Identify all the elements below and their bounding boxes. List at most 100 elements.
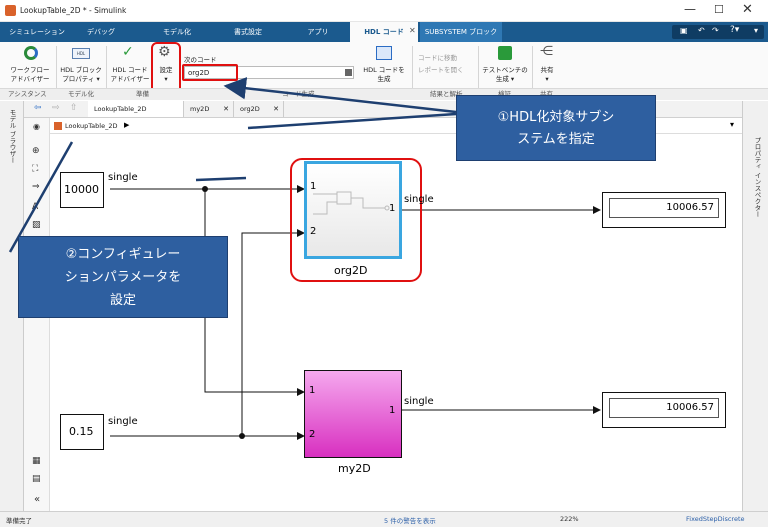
- group-share: 共有: [540, 90, 553, 98]
- undo-icon[interactable]: ↶: [698, 26, 705, 35]
- hdl-block-properties-button[interactable]: HDL ブロック プロパティ ▾: [58, 66, 104, 84]
- redo-icon[interactable]: ↷: [712, 26, 719, 35]
- group-verify: 検証: [498, 90, 511, 98]
- testbench-button[interactable]: テストベンチの 生成 ▾: [480, 66, 530, 84]
- solver-label[interactable]: FixedStepDiscrete: [686, 515, 745, 523]
- org2d-subsystem[interactable]: 1 2 1: [304, 161, 402, 259]
- close-icon[interactable]: ✕: [742, 2, 753, 17]
- generate-hdl-label: HDL コードを 生成: [363, 66, 405, 83]
- display-block-2[interactable]: 10006.57: [602, 392, 726, 428]
- tab-simulation[interactable]: シミュレーション: [9, 28, 65, 36]
- zoom-icon[interactable]: ⊕: [32, 146, 40, 156]
- tab-format[interactable]: 書式設定: [234, 28, 262, 36]
- workflow-advisor-icon: [24, 46, 38, 60]
- my2d-block-name: my2D: [338, 462, 371, 475]
- status-text: 準備完了: [6, 517, 32, 525]
- group-assistance: アシスタンス: [8, 90, 47, 98]
- zoom-level: 222%: [560, 515, 579, 523]
- hdl-code-advisor-label: HDL コード アドバイザー: [110, 66, 150, 83]
- tab-debug[interactable]: デバッグ: [87, 28, 115, 36]
- display-value-box: 10006.57: [609, 398, 719, 418]
- arrow-icon[interactable]: ⇒: [32, 182, 40, 192]
- signal-type-label: single: [108, 416, 138, 427]
- up-icon[interactable]: ⇧: [70, 103, 78, 113]
- close-tab-icon[interactable]: ✕: [273, 105, 279, 113]
- constant-value: 10000: [64, 183, 99, 196]
- link-code-label[interactable]: コードに移動: [418, 54, 457, 62]
- title-bar: LookupTable_2D * - Simulink — ☐ ✕: [0, 0, 768, 22]
- tab-modeling[interactable]: モデル化: [163, 28, 191, 36]
- annotation-icon[interactable]: A: [32, 202, 39, 212]
- display-value-box: 10006.57: [609, 198, 719, 218]
- settings-label: 設定: [159, 66, 173, 74]
- model-tab-my2d[interactable]: my2D ✕: [184, 101, 234, 117]
- tab-subsystem-block[interactable]: SUBSYSTEM ブロック: [420, 22, 502, 42]
- signal-type-label: single: [108, 172, 138, 183]
- area-icon[interactable]: ▦: [32, 456, 41, 466]
- port-label-in2: 2: [309, 429, 316, 440]
- collapse-palette-icon[interactable]: «: [34, 494, 41, 505]
- back-icon[interactable]: ⇦: [34, 103, 42, 113]
- port-label-out1: 1: [389, 203, 396, 214]
- callout-subsystem: ①HDL化対象サブシ ステムを指定: [456, 95, 656, 161]
- tab-apps[interactable]: アプリ: [307, 28, 329, 36]
- share-button[interactable]: 共有 ▾: [534, 66, 560, 84]
- model-canvas[interactable]: 10000 single 0.15 single 1 2 1 org2D sin…: [50, 134, 742, 511]
- generate-hdl-button[interactable]: HDL コードを 生成: [360, 66, 408, 84]
- next-code-highlight: [182, 64, 238, 81]
- dropdown-icon[interactable]: ▾: [730, 120, 735, 129]
- display-block-1[interactable]: 10006.57: [602, 192, 726, 228]
- share-label: 共有 ▾: [540, 66, 554, 83]
- forward-icon[interactable]: ⇨: [52, 103, 60, 113]
- model-tab-label: my2D: [190, 105, 210, 113]
- subsystem-highlight: [290, 158, 422, 282]
- constant-block-2[interactable]: 0.15: [60, 414, 104, 450]
- close-tab-icon[interactable]: ✕: [409, 26, 416, 35]
- tab-hdl-code[interactable]: HDL コード: [350, 22, 418, 42]
- signal-line: [241, 229, 305, 436]
- hide-icon[interactable]: ◉: [33, 122, 40, 131]
- model-tab-lookuptable[interactable]: LookupTable_2D: [88, 101, 184, 117]
- port-label-in1: 1: [310, 181, 317, 192]
- fit-view-icon[interactable]: ⛶: [32, 164, 39, 174]
- maximize-icon[interactable]: ☐: [714, 3, 724, 16]
- next-code-value: org2D: [188, 69, 210, 77]
- callout-text: ①HDL化対象サブシ ステムを指定: [497, 110, 615, 147]
- my2d-subsystem[interactable]: 1 2 1: [304, 370, 402, 458]
- save-icon[interactable]: ▣: [680, 26, 688, 35]
- field-picker-icon[interactable]: [345, 69, 352, 76]
- open-report-label[interactable]: レポートを開く: [418, 66, 464, 74]
- minimize-icon[interactable]: —: [684, 2, 696, 16]
- group-prepare: 準備: [136, 90, 149, 98]
- port-label-in2: 2: [310, 226, 317, 237]
- settings-button[interactable]: 設定▾: [159, 66, 173, 83]
- breadcrumb[interactable]: LookupTable_2D: [65, 122, 118, 130]
- property-inspector-panel[interactable]: プロパティ インスペクター: [742, 101, 768, 511]
- signal-type-label: single: [404, 194, 434, 205]
- breadcrumb-arrow-icon: ▶: [124, 121, 130, 129]
- status-bar: 準備完了 5 件の警告を表示 222% FixedStepDiscrete: [0, 511, 768, 527]
- display-value: 10006.57: [666, 402, 714, 413]
- share-icon: ⋲: [540, 44, 553, 59]
- check-icon: ✓: [122, 44, 134, 60]
- model-tab-org2d[interactable]: org2D ✕: [234, 101, 284, 117]
- hdl-code-advisor-button[interactable]: HDL コード アドバイザー: [108, 66, 152, 84]
- record-icon[interactable]: ▤: [32, 474, 41, 484]
- workflow-advisor-label: ワークフロー アドバイザー: [10, 66, 50, 83]
- quick-access-toolbar: [672, 25, 764, 39]
- workflow-advisor-button[interactable]: ワークフロー アドバイザー: [6, 66, 54, 84]
- next-code-field[interactable]: org2D: [184, 66, 354, 79]
- hdl-block-properties-label: HDL ブロック プロパティ ▾: [60, 66, 102, 83]
- image-icon[interactable]: ▨: [32, 220, 41, 230]
- constant-block-1[interactable]: 10000: [60, 172, 104, 208]
- signal-type-label: single: [404, 396, 434, 407]
- gear-icon: ⚙: [158, 44, 171, 60]
- settings-highlight: [151, 42, 181, 94]
- model-tab-label: org2D: [240, 105, 260, 113]
- warnings-link[interactable]: 5 件の警告を表示: [384, 517, 436, 525]
- org2d-block-name: org2D: [334, 264, 368, 277]
- window-title: LookupTable_2D * - Simulink: [20, 6, 127, 15]
- close-tab-icon[interactable]: ✕: [223, 105, 229, 113]
- help-icon[interactable]: ?▾: [730, 25, 740, 35]
- collapse-ribbon-icon[interactable]: ▾: [754, 26, 759, 35]
